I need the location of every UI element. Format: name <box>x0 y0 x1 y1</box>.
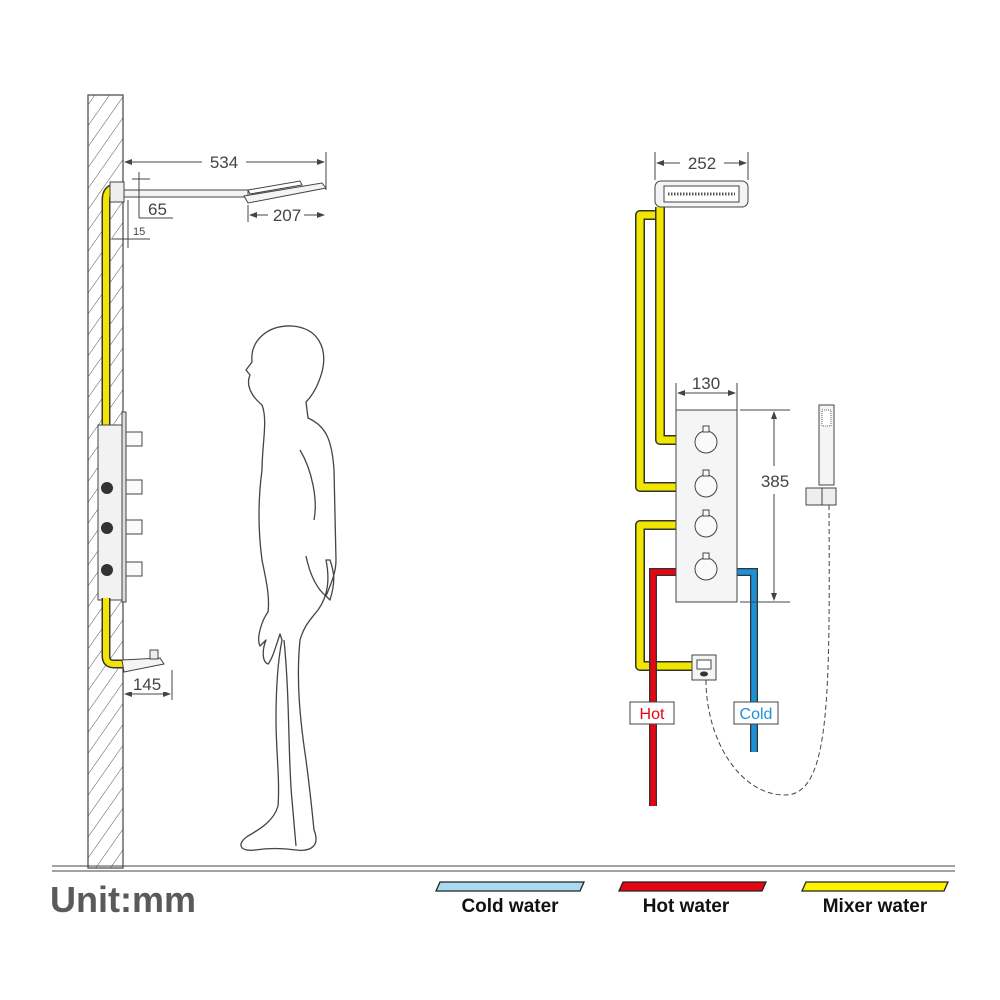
dim-65: 65 <box>148 200 167 219</box>
hand-shower <box>705 404 837 796</box>
legend-mixer-water: Mixer water <box>800 881 950 917</box>
floor-line <box>52 865 955 872</box>
hot-water-pipe <box>649 568 680 806</box>
dimension-head-side: 207 <box>247 205 325 225</box>
dim-252: 252 <box>688 154 716 173</box>
dim-15: 15 <box>133 226 145 238</box>
overhead-shower-head <box>654 180 749 208</box>
svg-text:Hot: Hot <box>640 706 665 723</box>
dim-145: 145 <box>133 675 161 694</box>
dimension-spout: 145 <box>124 670 173 700</box>
hose-outlet <box>691 654 717 681</box>
human-figure <box>240 325 337 851</box>
svg-text:Cold water: Cold water <box>461 896 559 917</box>
valve-knobs-side <box>125 431 143 577</box>
svg-text:Mixer water: Mixer water <box>823 896 928 917</box>
dimension-arm-drop: 65 <box>132 172 173 219</box>
dim-207: 207 <box>273 206 301 225</box>
unit-label: Unit:mm <box>50 879 196 920</box>
legend-cold-water: Cold water <box>434 881 586 917</box>
body-jets <box>101 482 113 576</box>
cold-label: Cold <box>733 701 779 725</box>
dimension-head-front: 252 <box>654 152 749 180</box>
svg-text:Hot water: Hot water <box>643 896 730 917</box>
dim-130: 130 <box>692 374 720 393</box>
mixer-water-pipes <box>635 207 692 671</box>
front-view-shower-system: Hot Cold <box>629 180 837 806</box>
dimension-wall-gap: 15 <box>112 200 150 248</box>
hot-label: Hot <box>629 701 675 725</box>
svg-text:Cold: Cold <box>740 706 773 723</box>
legend-hot-water: Hot water <box>617 881 768 917</box>
cold-water-pipe <box>736 568 758 752</box>
dimension-arm-length: 534 <box>122 152 327 190</box>
thermostatic-valve-panel <box>675 409 738 603</box>
dim-385: 385 <box>761 472 789 491</box>
dimension-valve-width: 130 <box>675 374 738 410</box>
legend: Cold water Hot water Mixer water <box>434 881 950 917</box>
side-view-shower-panel <box>97 180 327 673</box>
dim-534: 534 <box>210 153 238 172</box>
dimension-valve-height: 385 <box>740 409 790 603</box>
